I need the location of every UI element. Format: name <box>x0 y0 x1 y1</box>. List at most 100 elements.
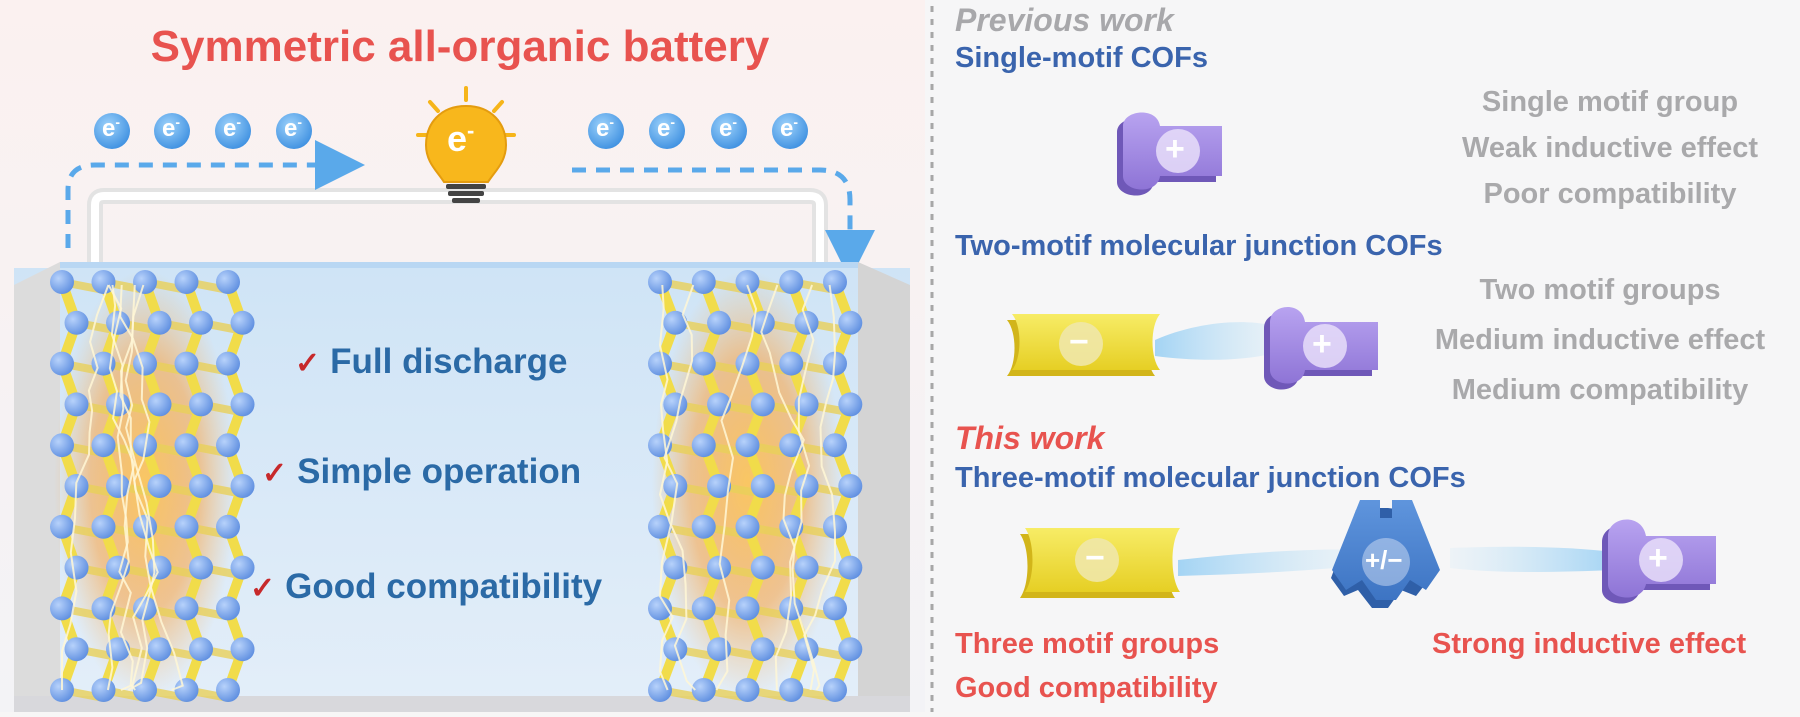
electrode-node <box>147 310 172 335</box>
bulb-electron-label: e- <box>447 118 475 159</box>
three-motif-prop-inductive: Strong inductive effect <box>1432 628 1747 660</box>
electrode-node <box>823 596 847 621</box>
electrode-node <box>50 514 74 539</box>
single-motif-title: Single-motif COFs <box>955 42 1208 74</box>
single-motif-prop-2: Weak inductive effect <box>1461 132 1758 164</box>
electrode-node <box>133 270 157 294</box>
electrode-node <box>838 555 863 580</box>
two-motif-plus-block <box>1264 306 1378 390</box>
electron-icon <box>772 113 808 149</box>
electrode-node <box>779 351 804 376</box>
electrode-node <box>189 392 214 417</box>
electrode-node <box>750 392 775 417</box>
electrode-node <box>794 637 819 662</box>
check-icon: ✓ <box>295 347 321 380</box>
electrode-spark <box>658 284 695 691</box>
electrode-node <box>50 270 74 294</box>
two-motif-beam <box>1155 322 1290 360</box>
electron-label: e- <box>162 114 180 143</box>
electrode-node <box>648 351 672 376</box>
three-motif-title: Three-motif molecular junction COFs <box>955 462 1466 494</box>
electrode-node <box>750 310 775 335</box>
electrode-node <box>750 555 775 580</box>
electrode-node <box>230 474 255 498</box>
electrode-node <box>91 678 116 702</box>
electron-charge: - <box>297 114 303 130</box>
electrode-node <box>230 555 255 580</box>
electrode-node <box>691 514 716 539</box>
two-motif-minus-block <box>1007 314 1160 376</box>
electron-charge: - <box>115 114 121 130</box>
this-work-heading: This work <box>955 420 1105 456</box>
three-motif-prop-groups: Three motif groups <box>955 628 1220 660</box>
electrode-node <box>147 555 172 580</box>
electrode-spark <box>61 284 110 690</box>
electron-icon <box>215 113 251 149</box>
electrode-spark <box>106 284 136 691</box>
two-motif-title: Two-motif molecular junction COFs <box>955 230 1443 262</box>
electron-label: e- <box>719 114 737 143</box>
electrode-node <box>216 678 240 702</box>
three-motif-plus-block <box>1602 519 1716 604</box>
electrode-spark <box>124 284 156 691</box>
electrode-node <box>779 678 804 702</box>
electrode-node <box>648 596 672 621</box>
plusminus-sign-three: +/− <box>1365 545 1403 575</box>
electrode-spark <box>110 284 184 691</box>
electrode-node <box>735 678 760 702</box>
feature-simple-operation: ✓Simple operation <box>262 452 582 491</box>
electrode-spark <box>715 284 758 691</box>
electron-icon <box>154 113 190 149</box>
electrode-node <box>750 637 775 662</box>
electrode-node <box>216 351 240 376</box>
electrode-node <box>663 310 688 335</box>
electrode-node <box>663 555 688 580</box>
check-icon: ✓ <box>262 457 288 490</box>
electrode-node <box>794 392 819 417</box>
electrode-node <box>133 351 157 376</box>
light-bulb-icon <box>416 86 516 203</box>
electron-icon <box>588 113 624 149</box>
electrode-node <box>230 637 255 662</box>
electrode-node <box>216 270 240 294</box>
electrode-node <box>174 351 199 376</box>
electrode-node <box>648 678 672 702</box>
electrode-node <box>133 678 157 702</box>
electrode-node <box>691 596 716 621</box>
electrode-node <box>663 474 688 498</box>
electrode-node <box>794 555 819 580</box>
feature-good-compatibility: ✓Good compatibility <box>250 567 603 606</box>
electrode-node <box>174 596 199 621</box>
electrode-node <box>691 270 716 294</box>
electrode-node <box>216 514 240 539</box>
battery-wall-right <box>858 262 910 700</box>
electrode-node <box>174 678 199 702</box>
electrode-node <box>823 270 847 294</box>
electrode-spark <box>658 284 696 691</box>
electron-flow-arrow-left <box>65 140 365 248</box>
electrode-spark <box>774 284 815 691</box>
electron-label: e- <box>284 114 302 143</box>
electrode-node <box>779 514 804 539</box>
electrode-node <box>189 637 214 662</box>
electrode-node <box>106 637 131 662</box>
electrode-node <box>707 555 732 580</box>
electrode-spark <box>760 284 821 691</box>
electrode-node <box>735 514 760 539</box>
electron-flow-arrow-right <box>572 167 875 280</box>
electrode-node <box>64 392 89 417</box>
electron-charge: - <box>236 114 242 130</box>
feature-full-discharge: ✓Full discharge <box>295 342 568 381</box>
electrons <box>94 113 808 149</box>
electrode-node <box>663 392 688 417</box>
battery-wall-left <box>14 262 60 700</box>
electrode-node <box>707 310 732 335</box>
two-motif-prop-1: Two motif groups <box>1479 274 1721 306</box>
electrode-node <box>174 514 199 539</box>
single-motif-prop-1: Single motif group <box>1481 86 1739 118</box>
electrode-node <box>779 433 804 458</box>
electron-symbol: e <box>223 115 237 142</box>
three-motif-beam-left <box>1178 549 1365 576</box>
